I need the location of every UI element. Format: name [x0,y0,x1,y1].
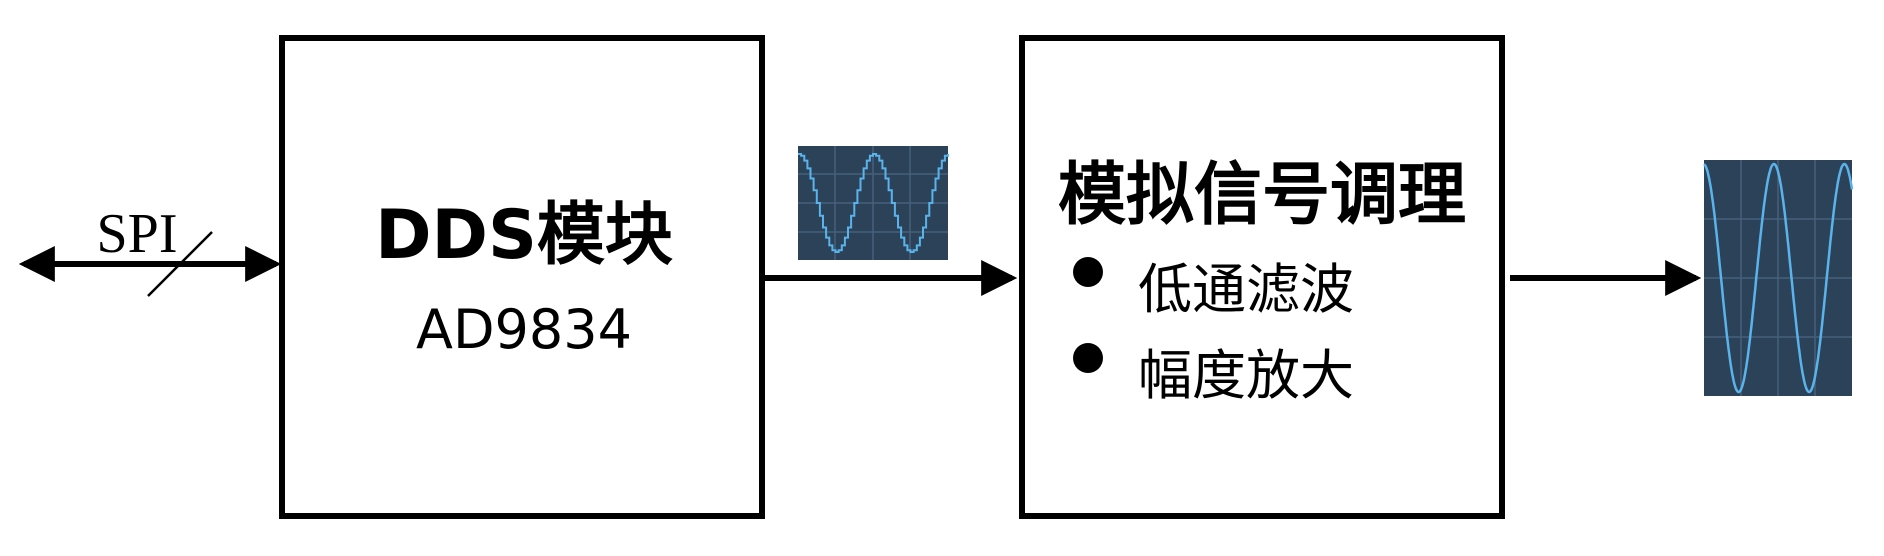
dds-module-title: DDS模块 [375,196,673,275]
analog-conditioning-block: 模拟信号调理 低通滤波 幅度放大 [1019,35,1505,519]
dds-chip-label: AD9834 [416,298,632,361]
feature-item-amplitude-amplify: 幅度放大 [1138,344,1354,407]
analog-conditioning-box [1019,35,1505,519]
stepped-wave-line [798,153,949,253]
analog-conditioning-title: 模拟信号调理 [1058,156,1466,235]
sine-wave-line [1703,162,1854,394]
dds-stepped-waveform [798,146,949,260]
feature-item-lowpass-filter: 低通滤波 [1138,258,1354,321]
spi-link: SPI [18,203,282,297]
dds-module-block: DDS模块 AD9834 [279,35,765,519]
bullet-icon [1073,343,1103,373]
bullet-icon [1073,257,1103,287]
spi-label: SPI [97,203,178,265]
dds-module-box [279,35,765,519]
spi-bus-slash [147,231,213,297]
output-sine-waveform [1703,160,1854,396]
stepped-wave-grid [798,146,948,260]
